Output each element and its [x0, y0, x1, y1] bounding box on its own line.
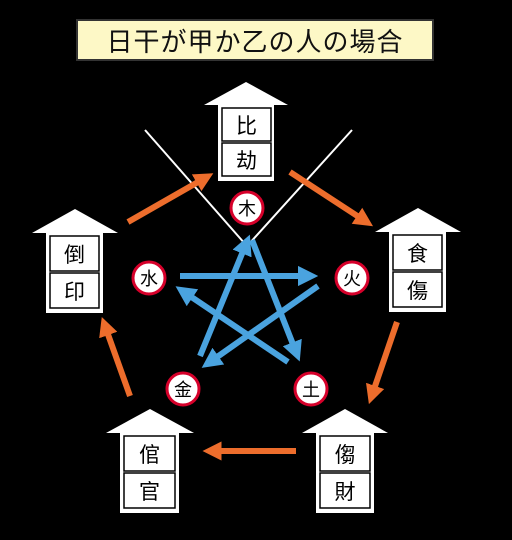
- house-kan-line2: 官: [139, 480, 160, 504]
- house-hikou: 比 劫: [204, 82, 288, 181]
- house-toin-line1: 倒: [64, 243, 85, 267]
- generating-arrow-5: [99, 316, 133, 398]
- controlling-arrow-metal-wood: [197, 234, 252, 358]
- element-fire: 火: [334, 260, 370, 296]
- element-wood-label: 木: [238, 199, 256, 220]
- element-earth: 土: [293, 371, 329, 407]
- controlling-arrow-fire-metal: [201, 283, 320, 368]
- generating-arrow-1: [126, 173, 214, 225]
- generating-arrow-3: [366, 321, 400, 405]
- house-zai-line1: 㑳: [335, 443, 356, 467]
- house-kan-line1: 倌: [139, 443, 160, 467]
- house-toin: 倒 印: [32, 209, 118, 313]
- generating-arrow-2: [288, 169, 374, 227]
- house-hikou-line2: 劫: [236, 149, 257, 173]
- element-metal: 金: [165, 371, 201, 407]
- element-water: 水: [131, 260, 167, 296]
- element-earth-label: 土: [302, 380, 320, 401]
- element-fire-label: 火: [343, 269, 361, 290]
- controlling-arrow-earth-water: [175, 286, 290, 365]
- controlling-cycle-star: [175, 234, 320, 368]
- house-shokushou-line2: 傷: [407, 279, 428, 303]
- element-metal-label: 金: [174, 380, 192, 401]
- diagram-title: 日干が甲か乙の人の場合: [76, 19, 434, 61]
- element-wood: 木: [229, 190, 265, 226]
- generating-cycle: [99, 169, 400, 461]
- house-kan: 倌 官: [106, 409, 194, 513]
- house-shokushou-line1: 食: [407, 242, 428, 266]
- house-shokushou: 食 傷: [375, 208, 461, 312]
- controlling-arrow-wood-earth: [249, 238, 302, 362]
- element-water-label: 水: [140, 269, 158, 290]
- house-toin-line2: 印: [64, 280, 85, 304]
- house-hikou-line1: 比: [236, 114, 257, 138]
- house-zai-line2: 財: [335, 480, 356, 504]
- house-zai: 㑳 財: [302, 409, 388, 513]
